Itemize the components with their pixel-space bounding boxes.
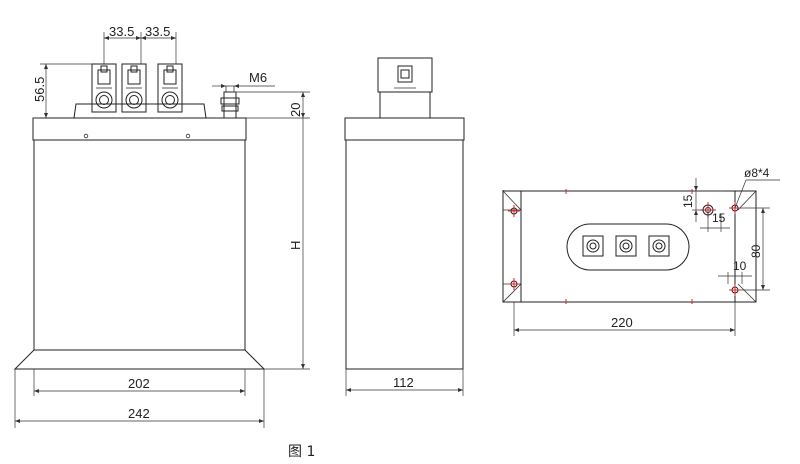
mounting-slot-bottom-left [508, 278, 520, 290]
dim-hole-callout-label: ø8*4 [744, 166, 770, 180]
dim-terminal-height-label: 56.5 [32, 77, 47, 102]
front-body [33, 139, 246, 351]
terminal-block-base [73, 103, 207, 119]
dim-terminal-height [33, 63, 92, 119]
dim-hole-offset-horizontal [700, 212, 730, 232]
side-body [345, 139, 464, 370]
front-lid [32, 117, 247, 141]
side-view: 112 [344, 57, 465, 396]
front-base-plate [13, 349, 266, 370]
dim-hole-callout [734, 179, 780, 209]
bottom-terminal-3 [648, 235, 670, 257]
dim-body-height [264, 118, 310, 370]
bottom-terminal-2 [615, 235, 637, 257]
bottom-body [520, 190, 736, 303]
dim-hole-offset-horizontal-label: 15 [712, 211, 726, 225]
dim-hole-spacing-vertical [741, 207, 770, 291]
dim-terminal-pitch [103, 32, 177, 64]
dim-body-width-label: 202 [128, 376, 150, 391]
dim-base-width-label: 242 [128, 406, 150, 421]
bottom-terminal-1 [582, 235, 604, 257]
dim-depth [345, 369, 464, 396]
mounting-slot-bottom-right [729, 284, 741, 296]
side-terminal-housing [377, 57, 433, 93]
dim-hole-spacing-vertical-label: 80 [749, 244, 763, 258]
dim-body-height-label: H [288, 241, 303, 250]
ground-bolt [220, 86, 240, 119]
bottom-view: ø8*4 15 15 80 [502, 166, 780, 336]
dim-slot-width [718, 272, 752, 284]
dim-body-width [33, 369, 246, 396]
dim-lid-height-label: 20 [288, 103, 303, 117]
terminal-cover [566, 223, 690, 271]
dim-lid-height [230, 91, 310, 119]
dim-depth-label: 112 [393, 375, 414, 390]
dim-hole-offset-vertical-label: 15 [681, 194, 695, 208]
side-lid [344, 117, 465, 141]
dim-hole-offset-vertical [692, 178, 725, 222]
figure-caption: 图 1 [288, 444, 316, 460]
mounting-slot-top-left [508, 205, 520, 217]
dim-pitch-left-label: 33.5 [109, 24, 134, 39]
dim-slot-width-label: 10 [733, 259, 747, 273]
terminal-2 [121, 63, 147, 113]
dim-ground-thread-label: M6 [249, 70, 267, 85]
terminal-1 [91, 63, 117, 113]
bottom-base-plate [502, 190, 757, 303]
side-terminal-nut [397, 65, 413, 83]
dim-base-width [14, 369, 265, 428]
dim-pitch-right-label: 33.5 [145, 24, 170, 39]
dim-ground-thread [212, 84, 275, 88]
dim-hole-spacing-horizontal-label: 220 [611, 315, 633, 330]
dim-hole-spacing-horizontal [513, 302, 736, 336]
terminal-3 [157, 63, 183, 113]
front-view: 33.5 33.5 56.5 M6 20 [13, 24, 310, 428]
